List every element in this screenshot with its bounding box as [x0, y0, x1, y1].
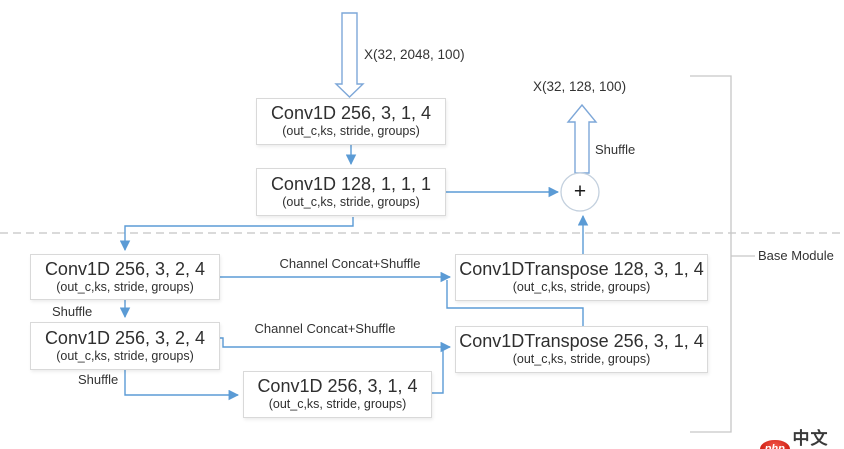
arrow-enc2-to-enc3: [124, 370, 240, 401]
node-subtitle: (out_c,ks, stride, groups): [56, 279, 194, 294]
node-title: Conv1D 256, 3, 2, 4: [44, 327, 206, 348]
skip-label-1: Channel Concat+Shuffle: [279, 256, 421, 271]
php-logo-icon: php: [760, 440, 790, 449]
shuffle-label-1: Shuffle: [52, 304, 93, 319]
node-conv-mid: Conv1D 128, 1, 1, 1 (out_c,ks, stride, g…: [256, 168, 446, 216]
node-subtitle: (out_c,ks, stride, groups): [282, 124, 420, 139]
node-title: Conv1DTranspose 128, 3, 1, 4: [459, 259, 704, 280]
node-title: Conv1DTranspose 256, 3, 1, 4: [459, 331, 704, 352]
node-conv-in: Conv1D 256, 3, 1, 4 (out_c,ks, stride, g…: [256, 98, 446, 145]
line-dec256-to-dec128: [446, 280, 584, 326]
line-enc3-to-dec256: [432, 349, 444, 394]
node-dec128: Conv1DTranspose 128, 3, 1, 4 (out_c,ks, …: [455, 254, 708, 301]
sum-plus-symbol: +: [573, 180, 587, 203]
node-subtitle: (out_c,ks, stride, groups): [512, 280, 651, 295]
site-name-text: 中文网: [792, 429, 829, 448]
base-module-label: Base Module: [758, 248, 834, 263]
node-subtitle: (out_c,ks, stride, groups): [282, 194, 420, 209]
node-title: Conv1D 256, 3, 1, 4: [270, 103, 432, 124]
skip-label-2: Channel Concat+Shuffle: [254, 321, 396, 336]
node-title: Conv1D 256, 3, 2, 4: [44, 258, 206, 279]
input-tensor-label: X(32, 2048, 100): [364, 47, 465, 62]
node-subtitle: (out_c,ks, stride, groups): [512, 352, 651, 367]
node-enc2: Conv1D 256, 3, 2, 4 (out_c,ks, stride, g…: [30, 322, 220, 370]
output-shuffle-label: Shuffle: [595, 142, 636, 157]
input-arrow-icon: [334, 12, 365, 98]
node-enc1: Conv1D 256, 3, 2, 4 (out_c,ks, stride, g…: [30, 254, 220, 300]
node-subtitle: (out_c,ks, stride, groups): [56, 348, 194, 363]
output-arrow-icon: [566, 103, 598, 174]
node-dec256: Conv1DTranspose 256, 3, 1, 4 (out_c,ks, …: [455, 326, 708, 373]
sum-node-circle: [560, 172, 600, 212]
node-subtitle: (out_c,ks, stride, groups): [268, 397, 407, 412]
site-watermark: php 中文网: [760, 424, 844, 449]
node-title: Conv1D 128, 1, 1, 1: [270, 173, 432, 194]
arrow-skip2-enc2-to-dec256: [220, 337, 452, 353]
base-module-bracket: [690, 75, 732, 433]
node-title: Conv1D 256, 3, 1, 4: [257, 376, 418, 397]
output-tensor-label: X(32, 128, 100): [533, 79, 627, 94]
node-enc3: Conv1D 256, 3, 1, 4 (out_c,ks, stride, g…: [243, 371, 432, 418]
shuffle-label-2: Shuffle: [78, 372, 119, 387]
arrow-convmid-to-enc1: [119, 217, 354, 252]
